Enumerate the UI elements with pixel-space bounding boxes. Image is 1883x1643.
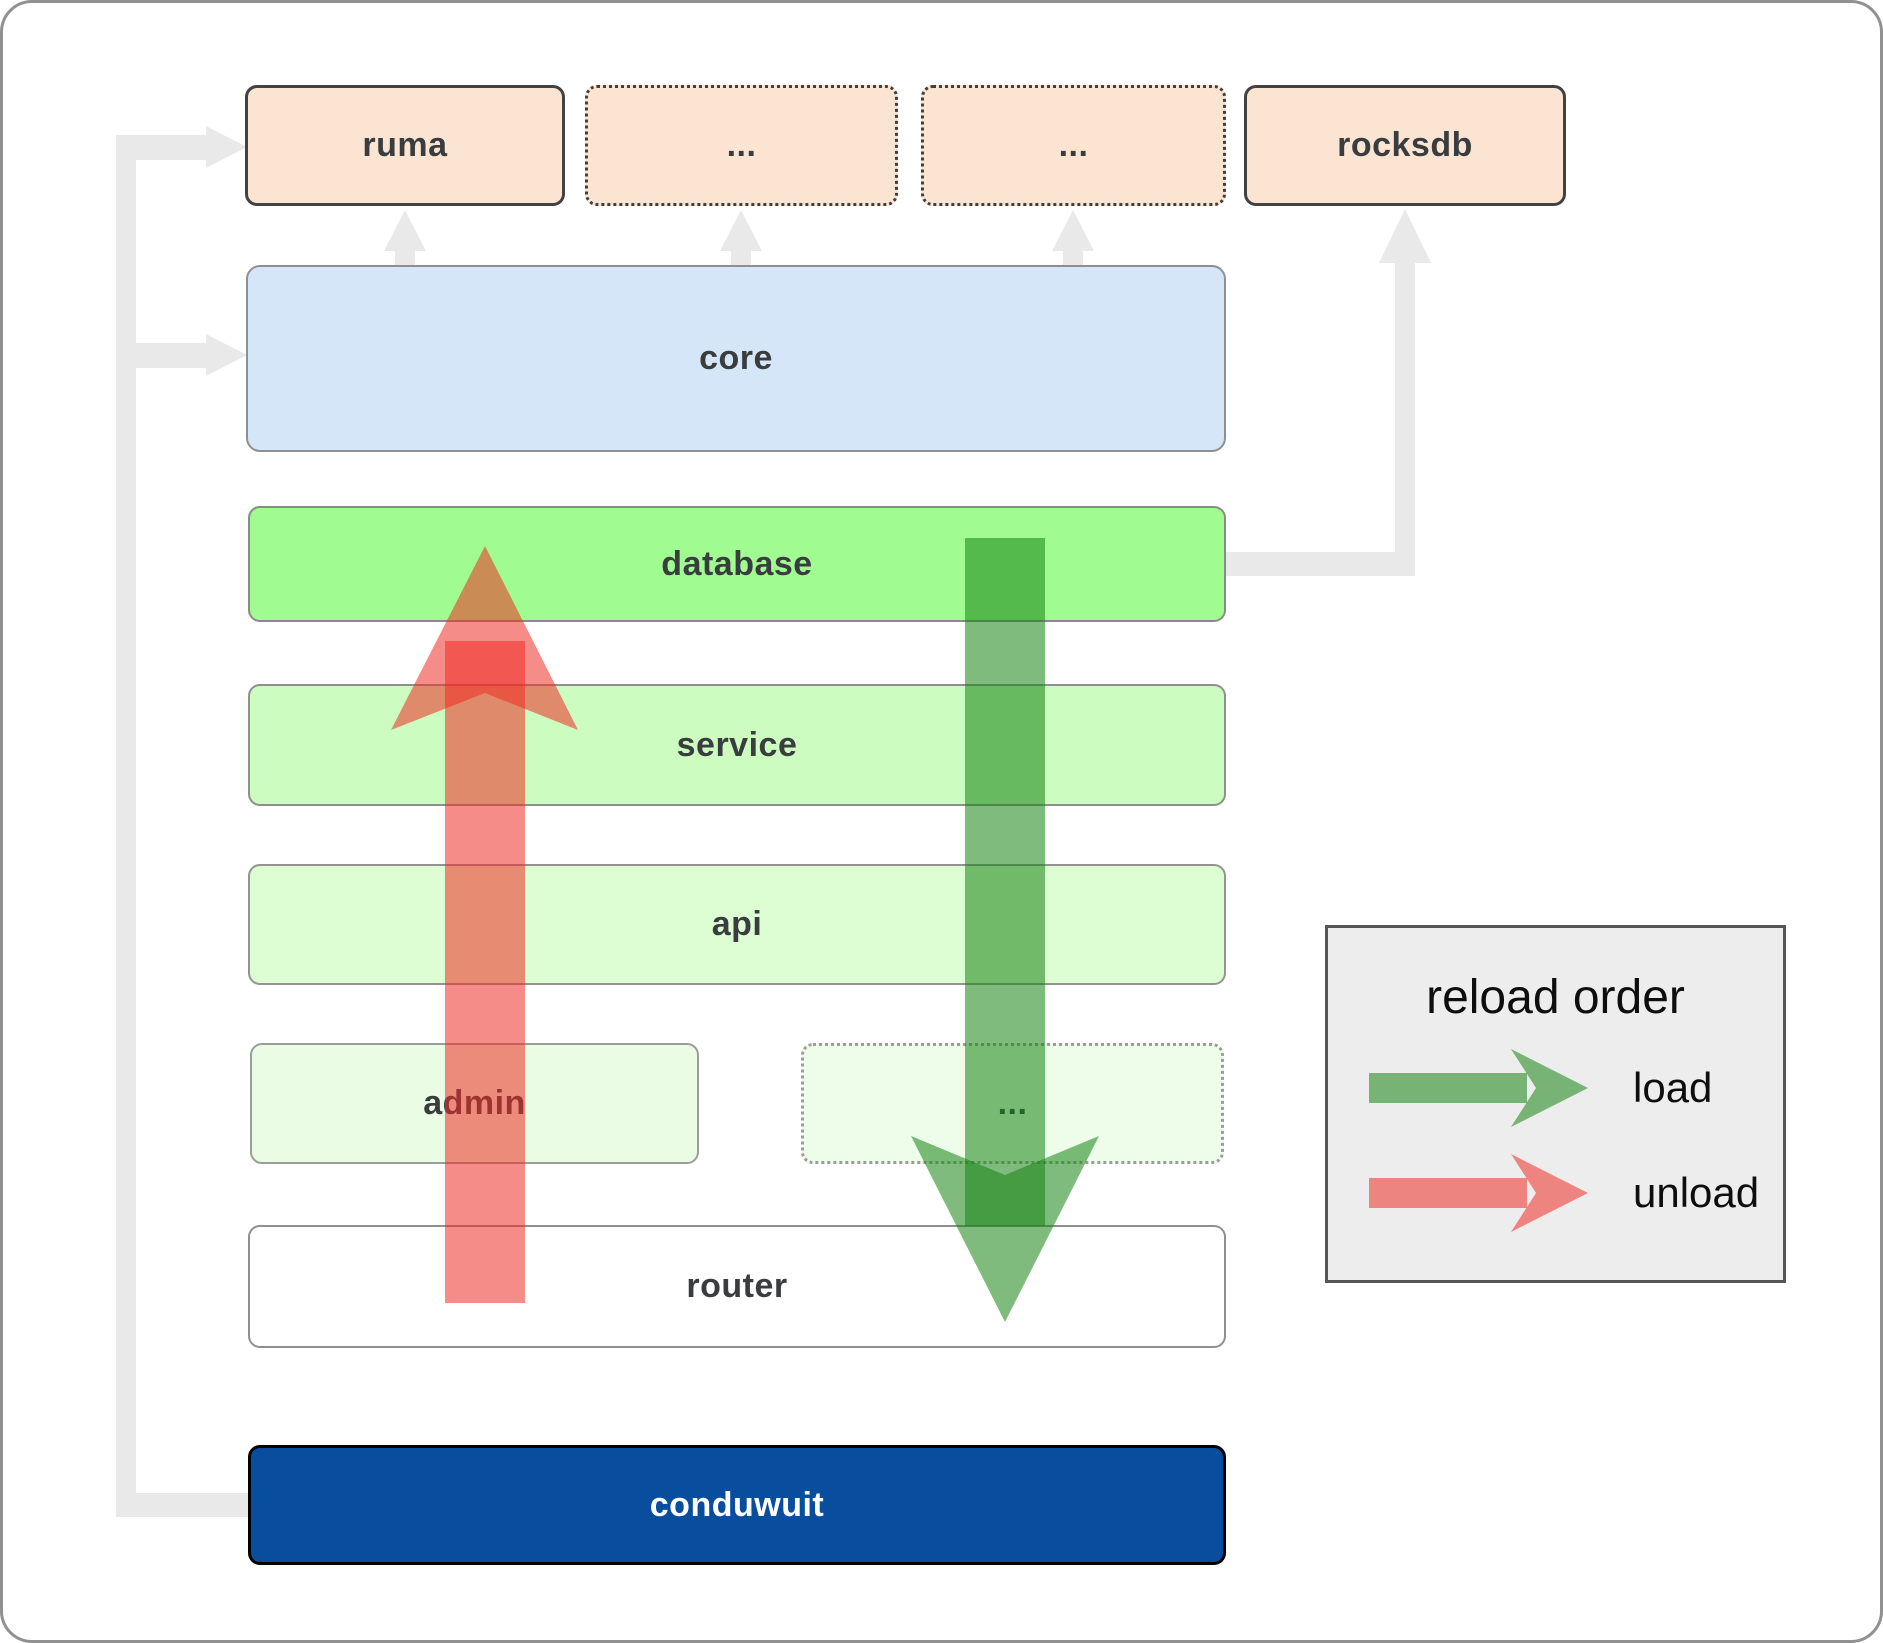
node-conduwuit: conduwuit xyxy=(248,1445,1226,1565)
legend-title: reload order xyxy=(1426,971,1685,1024)
arrowhead-into-ruma-icon xyxy=(206,126,247,168)
node-api-label: api xyxy=(711,905,763,943)
node-dots-top-1-label: ... xyxy=(726,126,757,164)
node-admin: admin xyxy=(250,1043,699,1164)
node-database-label: database xyxy=(661,544,813,583)
node-conduwuit-label: conduwuit xyxy=(649,1485,825,1524)
node-api: api xyxy=(248,864,1226,985)
node-service: service xyxy=(248,684,1226,806)
node-ruma-label: ruma xyxy=(362,126,448,164)
connector-branch-core xyxy=(116,343,206,368)
node-database: database xyxy=(248,506,1226,622)
connector-layer xyxy=(116,126,1431,1517)
connector-branch-ruma xyxy=(116,135,206,160)
arrowhead-into-core-icon xyxy=(206,334,247,376)
node-dots-top-2: ... xyxy=(921,85,1226,206)
arrowhead-core-to-dots2-icon xyxy=(1052,210,1094,251)
arrowhead-core-to-dots1-icon xyxy=(720,210,762,251)
legend-unload-label: unload xyxy=(1633,1169,1760,1216)
node-dots-admin: ... xyxy=(801,1043,1224,1164)
connector-branch-conduwuit xyxy=(116,1493,248,1517)
node-router-label: router xyxy=(686,1267,788,1305)
unload-arrow-icon xyxy=(1369,1154,1588,1232)
node-router: router xyxy=(248,1225,1226,1348)
arrowhead-into-rocksdb-icon xyxy=(1379,209,1431,263)
flow-arrow-layer xyxy=(391,538,1099,1322)
node-rocksdb-label: rocksdb xyxy=(1337,126,1473,164)
node-dots-top-1: ... xyxy=(585,85,898,206)
node-ruma: ruma xyxy=(245,85,565,206)
connector-trunk-conduwuit xyxy=(116,135,136,1515)
legend-item-unload: unload xyxy=(1369,1148,1759,1238)
node-service-label: service xyxy=(676,725,798,764)
legend-load-label: load xyxy=(1633,1064,1713,1111)
load-arrow-icon xyxy=(1369,1049,1588,1127)
node-rocksdb: rocksdb xyxy=(1244,85,1566,206)
connector-database-to-rocksdb-h xyxy=(1226,552,1414,576)
node-core-label: core xyxy=(699,339,773,377)
legend-item-load: load xyxy=(1369,1043,1712,1133)
arrowhead-core-to-ruma-icon xyxy=(384,210,426,251)
node-dots-admin-label: ... xyxy=(997,1084,1028,1122)
node-dots-top-2-label: ... xyxy=(1058,126,1089,164)
legend: reload order load unload xyxy=(1325,925,1786,1283)
node-core: core xyxy=(246,265,1226,452)
node-admin-label: admin xyxy=(423,1084,526,1122)
connector-database-to-rocksdb-v xyxy=(1395,261,1415,576)
